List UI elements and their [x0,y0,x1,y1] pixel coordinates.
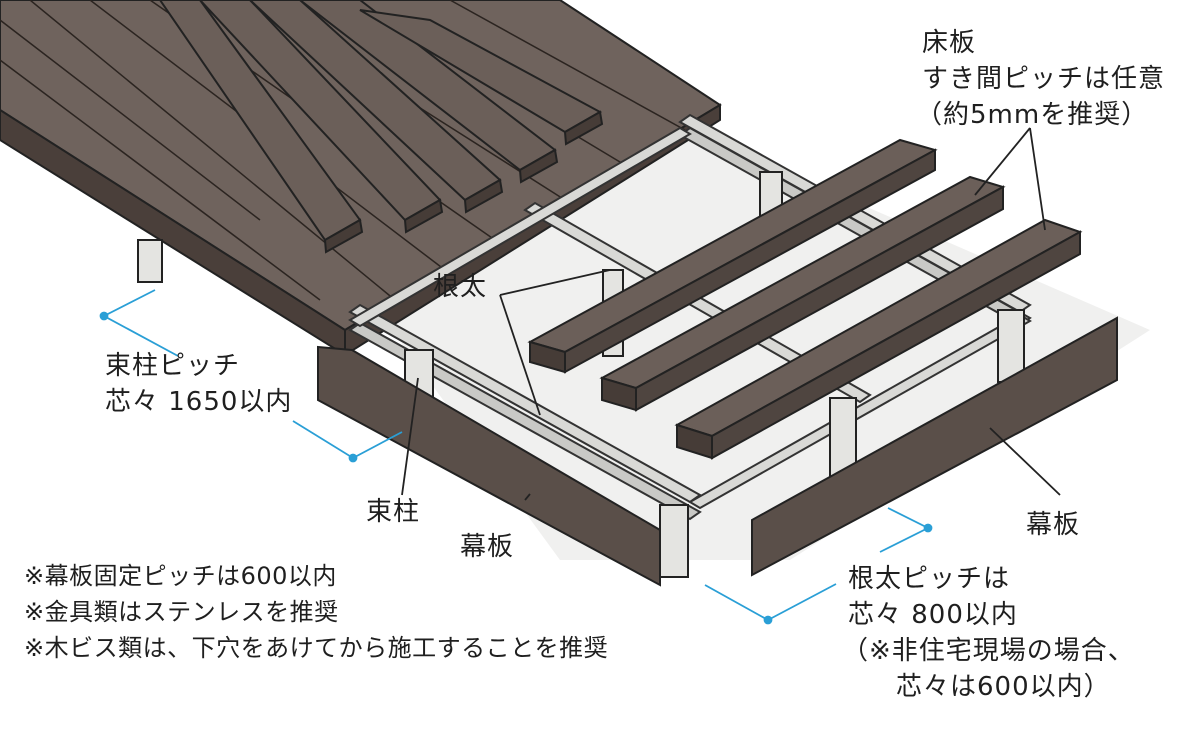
leader-lines [401,127,1061,501]
skirt-board-left [317,345,661,587]
note-screws: ※木ビス類は、下穴をあけてから施工することを推奨 [24,634,609,662]
loose-floorboards [527,138,1083,460]
fanned-planks [158,0,604,254]
post-left-back [137,239,163,283]
label-floorboard-recommend: （約5mmを推奨） [916,100,1149,130]
skirt-board-right [751,316,1118,577]
note-hardware: ※金具類はステンレスを推奨 [24,598,339,626]
label-skirt-right: 幕板 [1026,510,1081,540]
label-post-pitch-title: 束柱ピッチ [105,351,241,381]
note-skirt-fixing: ※幕板固定ピッチは600以内 [24,562,337,590]
label-floorboard-title: 床板 [922,28,977,58]
label-joist-pitch-value: 芯々 800以内 [848,600,1018,630]
label-joist-pitch-nonresidential: （※非住宅現場の場合、 [842,636,1135,666]
dimension-lines [99,289,933,625]
label-post-pitch-value: 芯々 1650以内 [105,387,293,417]
label-post: 束柱 [366,497,421,527]
label-skirt-left: 幕板 [460,532,515,562]
cross-joists [348,126,1032,510]
label-floorboard-gap: すき間ピッチは任意 [922,64,1166,94]
label-joist: 根太 [433,272,488,302]
label-joist-pitch-alt: 芯々は600以内） [896,672,1111,702]
label-joist-pitch-title: 根太ピッチは [848,564,1011,594]
